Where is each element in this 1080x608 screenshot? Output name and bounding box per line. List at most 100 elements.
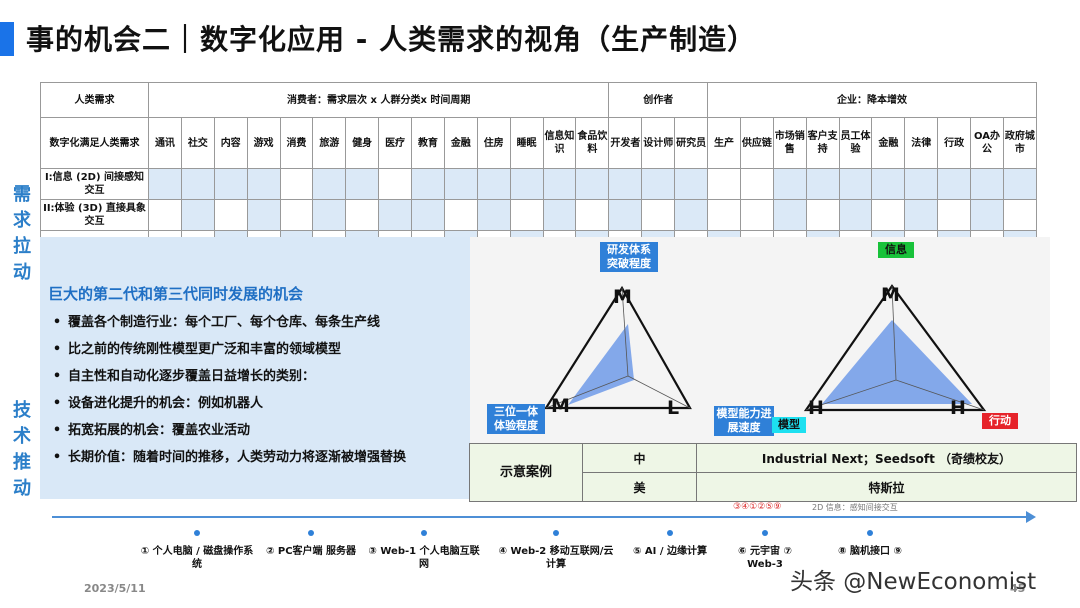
- opportunity-title: 巨大的第二代和第三代同时发展的机会: [48, 285, 304, 303]
- list-item: 设备进化提升的机会：例如机器人: [46, 390, 406, 417]
- matrix-cell: [608, 168, 643, 200]
- matrix-cell: [443, 199, 478, 231]
- case-label: 示意案例: [469, 443, 583, 502]
- matrix-cell: [674, 199, 709, 231]
- matrix-cell: [378, 168, 412, 200]
- matrix-cell: [739, 199, 774, 231]
- matrix-cell: [312, 168, 347, 200]
- side-label-tech: 技术推动: [13, 400, 31, 499]
- category-header: OA办公: [970, 117, 1004, 169]
- category-header: 客户支持: [805, 117, 840, 169]
- radar-right-fill: [822, 320, 972, 404]
- category-header: 内容: [213, 117, 248, 169]
- header-creator: 创作者: [608, 82, 709, 118]
- matrix-cell: [575, 199, 610, 231]
- page-number: 45: [1010, 582, 1026, 595]
- list-item: 自主性和自动化逐步覆盖日益增长的类别：: [46, 363, 406, 390]
- header-consumer: 消费者：需求层次 x 人群分类x 时间周期: [147, 82, 610, 118]
- category-header: 消费: [279, 117, 314, 169]
- timeline-dot: [667, 530, 673, 536]
- list-item: 长期价值：随着时间的推移，人类劳动力将逐渐被增强替换: [46, 444, 406, 471]
- category-header: 开发者: [608, 117, 643, 169]
- matrix-cell: [1002, 168, 1037, 200]
- matrix-cell: [345, 199, 380, 231]
- category-header: 健身: [345, 117, 380, 169]
- category-header: 社交: [180, 117, 215, 169]
- header-human-needs: 人类需求: [40, 82, 149, 118]
- matrix-cell: [213, 199, 248, 231]
- matrix-cell: [411, 199, 445, 231]
- timeline-dot: [421, 530, 427, 536]
- radar-right-axis-right: H: [950, 397, 966, 419]
- matrix-cell: [904, 199, 939, 231]
- page-title: 事的机会二｜数字化应用 - 人类需求的视角（生产制造）: [26, 23, 757, 56]
- radar-right-axis-left: H: [808, 397, 824, 419]
- radar-left-frame: [544, 285, 692, 410]
- matrix-cell: [575, 168, 610, 200]
- list-item: 覆盖各个制造行业：每个工厂、每个仓库、每条生产线: [46, 309, 406, 336]
- matrix-cell: [970, 168, 1004, 200]
- radar-right-tag-top: 信息: [878, 242, 914, 258]
- list-item: 拓宽拓展的机会：覆盖农业活动: [46, 417, 406, 444]
- matrix-cell: [904, 168, 939, 200]
- radar-left-axis-right: L: [667, 397, 680, 419]
- level-label: II:体验 (3D) 直接具象交互: [40, 199, 149, 231]
- matrix-cell: [641, 168, 676, 200]
- category-header: 法律: [904, 117, 939, 169]
- timeline-dot: [194, 530, 200, 536]
- matrix-cell: [970, 199, 1004, 231]
- case-region: 美: [582, 472, 697, 502]
- matrix-cell: [1002, 199, 1037, 231]
- matrix-cell: [213, 168, 248, 200]
- level-label: I:信息 (2D) 间接感知交互: [40, 168, 149, 200]
- matrix-cell: [805, 199, 840, 231]
- side-label-demand: 需求拉动: [13, 184, 31, 283]
- radar-right-axis-top: M: [881, 284, 900, 306]
- radar-right-frame: [803, 284, 987, 412]
- header-enterprise: 企业：降本增效: [707, 82, 1037, 118]
- case-table: 示意案例 中 Industrial Next；Seedsoft （奇绩校友） 美…: [469, 443, 1077, 502]
- matrix-cell: [542, 199, 577, 231]
- radar-left-axis-top: M: [613, 286, 632, 308]
- timeline-dot: [553, 530, 559, 536]
- category-header: 信息知识: [542, 117, 577, 169]
- category-header: 金融: [871, 117, 906, 169]
- matrix-cell: [871, 168, 906, 200]
- radar-left-tag-top: 研发体系突破程度: [600, 242, 658, 272]
- matrix-cell: [641, 199, 676, 231]
- matrix-cell: [871, 199, 906, 231]
- matrix-cell: [838, 168, 873, 200]
- matrix-cell: [443, 168, 478, 200]
- category-header: 游戏: [246, 117, 281, 169]
- matrix-cell: [707, 199, 741, 231]
- radar-right-tag-right: 行动: [982, 413, 1018, 429]
- radar-left-chart: [544, 285, 692, 410]
- matrix-cell: [148, 199, 182, 231]
- opportunity-panel: 巨大的第二代和第三代同时发展的机会 覆盖各个制造行业：每个工厂、每个仓库、每条生…: [40, 237, 470, 499]
- info-note: 2D 信息：感知间接交互: [812, 503, 898, 512]
- matrix-cell: [838, 199, 873, 231]
- matrix-cell: [772, 199, 807, 231]
- matrix-cell: [937, 168, 972, 200]
- matrix-cell: [608, 199, 643, 231]
- timeline-label: ③ Web-1 个人电脑互联网: [368, 546, 480, 570]
- timeline-label: ⑤ AI / 边缘计算: [632, 546, 708, 557]
- matrix-cell: [246, 168, 281, 200]
- watermark: 头条 @NewEconomist: [790, 569, 1037, 595]
- matrix-cell: [509, 199, 544, 231]
- matrix-cell: [312, 199, 347, 231]
- matrix-cell: [772, 168, 807, 200]
- timeline-label: ⑥ 元宇宙 ⑦ Web-3: [738, 546, 792, 570]
- matrix-cell: [279, 199, 314, 231]
- matrix-cell: [180, 199, 215, 231]
- timeline-label: ② PC客户端 服务器: [265, 546, 357, 557]
- category-header: 睡眠: [509, 117, 544, 169]
- category-header: 员工体验: [838, 117, 873, 169]
- matrix-cell: [279, 168, 314, 200]
- needs-matrix: 人类需求 消费者：需求层次 x 人群分类x 时间周期 创作者 企业：降本增效 数…: [40, 82, 1037, 262]
- matrix-cell: [674, 168, 709, 200]
- radar-right-chart: [803, 284, 987, 412]
- category-header: 生产: [707, 117, 741, 169]
- category-header: 食品饮料: [575, 117, 610, 169]
- category-header: 金融: [443, 117, 478, 169]
